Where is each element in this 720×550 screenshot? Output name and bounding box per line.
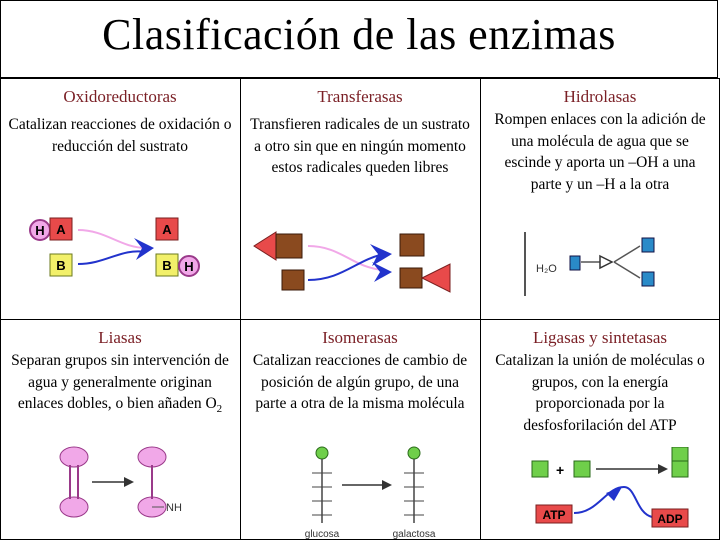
arrow-head-icon [134,238,154,260]
glucose-label: glucosa [305,529,340,540]
molecule-box [569,255,581,271]
product-box [641,271,655,287]
substrate-b-label: B [56,258,65,273]
product-b-label: B [162,258,171,273]
cell-heading: Isomerasas [322,328,398,347]
transferred-group-icon [420,263,451,293]
ligation-diagram: + ATP ADP [531,447,689,528]
arrow-head-icon [606,487,622,501]
cell-heading: Transferasas [317,87,403,106]
grid-line [0,78,1,540]
water-label: H₂O [536,263,557,275]
grid-line [0,78,720,79]
molecule-box [573,460,591,478]
grid-line [480,78,481,540]
arrow-path [573,485,653,518]
isomerization-diagram: glucosa galactosa [305,446,436,540]
product-box [641,237,655,253]
hydrogen-label: H [184,259,193,274]
substrate-a-label: A [56,222,66,237]
arrow-head-icon [124,477,134,487]
product-box [671,447,689,462]
arrow-head-icon [370,244,392,266]
bracket-line [524,232,526,296]
description-text: Separan grupos sin intervención de agua … [11,352,229,412]
arrow-path [77,229,147,249]
cell-liasas: Liasas Separan grupos sin intervención d… [0,319,240,550]
bond-line [613,245,641,263]
subscript-text: 2 [216,403,223,416]
molecule-circle [137,446,167,468]
cell-hidrolasas: Hidrolasas Rompen enlaces con la adición… [480,78,720,309]
molecule-circle [59,496,89,518]
product-a-box [155,217,179,241]
plus-label: + [556,462,564,478]
transfer-diagram [253,231,451,293]
cell-description: Catalizan reacciones de oxidación o redu… [8,116,232,155]
cell-description: Separan grupos sin intervención de agua … [8,350,232,421]
bond-line [613,261,641,279]
cell-heading: Ligasas y sintetasas [532,328,668,347]
group-circle [407,446,421,460]
cell-heading: Oxidoreductoras [63,87,177,106]
arrow-head-icon [658,464,668,474]
arrow-path [307,245,385,271]
molecule-circle [59,446,89,468]
product-label: NH [166,502,182,514]
arrow-path [307,253,385,281]
arrow-head-icon [382,480,392,490]
cell-ligasas: Ligasas y sintetasas Catalizan la unión … [480,319,720,550]
product-a-label: A [162,222,172,237]
oxidoreduction-diagram: H A B A B H [29,217,200,277]
cell-description: Transfieren radicales de un sustrato a o… [250,116,470,176]
arrow-path [77,250,147,265]
cell-description: Catalizan la unión de moléculas o grupos… [495,352,705,434]
molecule-box [531,460,549,478]
hydrolysis-diagram: H₂O [524,232,655,296]
hydrogen-circle [178,255,200,277]
cell-isomerasas: Isomerasas Catalizan reacciones de cambi… [240,319,480,550]
cell-heading: Liasas [98,328,142,347]
transferred-group-icon [253,231,277,261]
product-b-box [155,253,179,277]
substrate-a-box [49,217,73,241]
galactose-label: galactosa [393,529,436,540]
donor-box [275,233,303,259]
enzyme-grid: Oxidoreductoras Catalizan reacciones de … [0,78,720,540]
cell-description: Rompen enlaces con la adición de una mol… [494,111,706,193]
adp-box [651,508,689,528]
product-box [399,267,423,289]
lyase-diagram: NH [59,446,182,518]
cell-transferasas: Transferasas Transfieren radicales de un… [240,78,480,309]
adp-label: ADP [657,512,682,526]
arrow-head-icon [372,262,392,282]
grid-line [0,319,720,320]
cell-oxidoreductoras: Oxidoreductoras Catalizan reacciones de … [0,78,240,309]
title-box: Clasificación de las enzimas [0,0,718,78]
acceptor-box [281,269,305,291]
atp-box [535,504,573,524]
atp-label: ATP [542,508,565,522]
product-box [671,460,689,478]
cell-description: Catalizan reacciones de cambio de posici… [252,352,468,412]
product-box [399,233,425,257]
arrow-head-icon [599,254,614,270]
hydrogen-label: H [35,223,44,238]
grid-line [240,78,241,540]
cell-heading: Hidrolasas [563,87,637,106]
page-title: Clasificación de las enzimas [102,9,616,59]
substrate-b-box [49,253,73,277]
group-circle [315,446,329,460]
